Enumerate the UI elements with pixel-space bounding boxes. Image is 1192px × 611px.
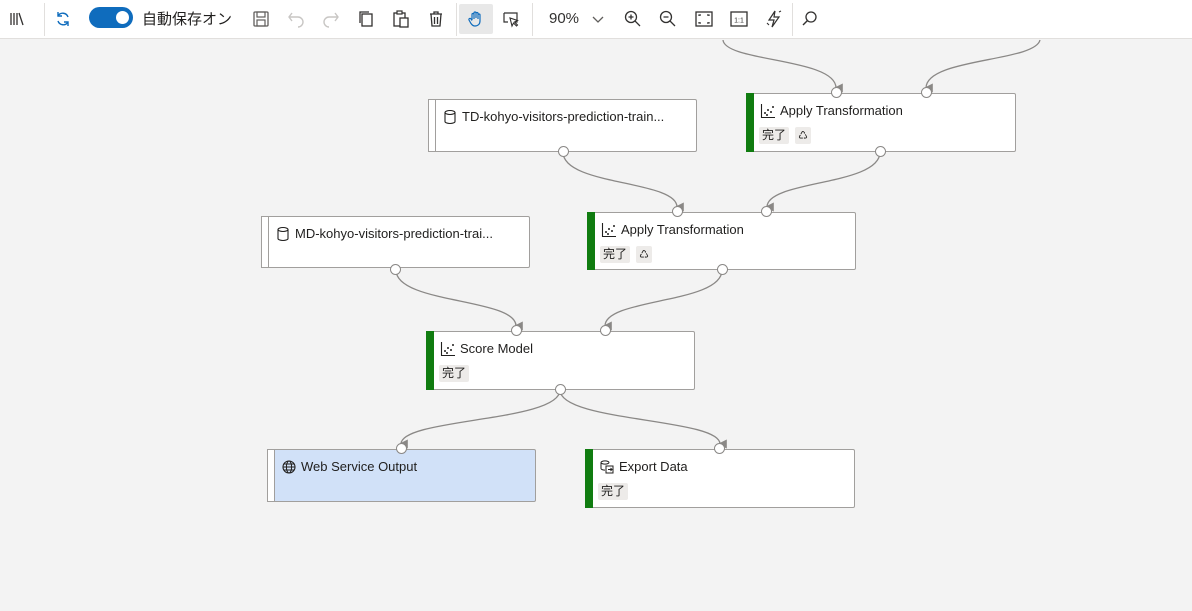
dataset-td-kohyo-visitors[interactable]: TD-kohyo-visitors-prediction-train... — [428, 99, 697, 152]
output-port[interactable] — [875, 146, 886, 157]
actual-size-icon[interactable]: 1:1 — [727, 4, 751, 34]
input-port[interactable] — [831, 87, 842, 98]
dataset-md-kohyo-visitors[interactable]: MD-kohyo-visitors-prediction-trai... — [261, 216, 530, 268]
canvas-toolbar: 自動保存オン 90% 1:1 — [0, 0, 1192, 39]
status-bar — [587, 212, 595, 270]
globe-icon — [282, 460, 296, 474]
scatter-chart-icon — [760, 104, 775, 119]
reuse-icon: ♺ — [636, 246, 652, 263]
pan-hand-icon[interactable] — [459, 4, 493, 34]
scatter-chart-icon — [601, 223, 616, 238]
toolbar-divider — [456, 3, 457, 36]
input-port[interactable] — [511, 325, 522, 336]
module-title: TD-kohyo-visitors-prediction-train... — [462, 109, 665, 124]
connection-edge — [395, 269, 523, 331]
module-web-service-output[interactable]: Web Service Output — [267, 449, 536, 502]
output-port[interactable] — [717, 264, 728, 275]
input-port[interactable] — [396, 443, 407, 454]
zoom-level[interactable]: 90% — [549, 10, 580, 27]
module-title: MD-kohyo-visitors-prediction-trai... — [295, 226, 493, 241]
module-title: Apply Transformation — [780, 103, 903, 118]
search-icon[interactable] — [798, 4, 822, 34]
module-apply-transformation-top[interactable]: Apply Transformation 完了 ♺ — [746, 93, 1016, 152]
paste-icon[interactable] — [389, 4, 413, 34]
zoom-dropdown-chevron-icon[interactable] — [592, 12, 604, 30]
status-badge: 完了 — [598, 483, 629, 500]
redo-icon[interactable] — [319, 4, 343, 34]
toolbar-divider — [532, 3, 533, 36]
status-bar — [267, 449, 275, 502]
module-title: Score Model — [460, 341, 533, 356]
save-icon[interactable] — [249, 4, 273, 34]
toolbar-divider — [792, 3, 793, 36]
zoom-in-icon[interactable] — [621, 4, 645, 34]
toolbar-divider — [44, 3, 45, 36]
fit-to-screen-icon[interactable] — [692, 4, 716, 34]
status-bar — [585, 449, 593, 508]
export-data-icon — [600, 460, 614, 474]
zoom-out-icon[interactable] — [656, 4, 680, 34]
connection-edge — [764, 151, 881, 212]
input-port[interactable] — [714, 443, 725, 454]
input-port[interactable] — [921, 87, 932, 98]
status-bar — [261, 216, 269, 268]
database-icon — [277, 226, 289, 242]
connection-edge — [559, 389, 727, 449]
module-title: Export Data — [619, 459, 688, 474]
status-badge: 完了 — [439, 365, 470, 382]
refresh-icon[interactable] — [51, 4, 75, 34]
select-pointer-icon[interactable] — [499, 4, 523, 34]
module-title: Web Service Output — [301, 459, 418, 474]
undo-icon[interactable] — [284, 4, 308, 34]
status-bar — [426, 331, 434, 390]
status-bar — [746, 93, 754, 152]
output-port[interactable] — [555, 384, 566, 395]
database-icon — [444, 109, 456, 125]
scatter-chart-icon — [440, 342, 455, 357]
module-apply-transformation-mid[interactable]: Apply Transformation 完了 ♺ — [587, 212, 856, 270]
autosave-toggle[interactable] — [89, 7, 133, 28]
input-port[interactable] — [672, 206, 683, 217]
status-bar — [428, 99, 436, 152]
input-port[interactable] — [600, 325, 611, 336]
connection-edge — [923, 39, 1041, 93]
connection-edge — [562, 151, 684, 212]
output-port[interactable] — [558, 146, 569, 157]
autosave-label: 自動保存オン — [142, 10, 233, 28]
svg-text:1:1: 1:1 — [734, 18, 744, 25]
module-title: Apply Transformation — [621, 222, 744, 237]
toggle-knob — [116, 11, 129, 24]
status-badge: 完了 — [759, 127, 790, 144]
status-badge: 完了 — [600, 246, 631, 263]
reuse-icon: ♺ — [795, 127, 811, 144]
copy-icon[interactable] — [354, 4, 378, 34]
auto-layout-icon[interactable] — [762, 4, 786, 34]
module-export-data[interactable]: Export Data 完了 — [585, 449, 855, 508]
output-port[interactable] — [390, 264, 401, 275]
connection-edge — [602, 269, 723, 331]
connection-edge — [398, 389, 561, 449]
input-port[interactable] — [761, 206, 772, 217]
connection-edge — [722, 39, 843, 93]
delete-icon[interactable] — [424, 4, 448, 34]
module-score-model[interactable]: Score Model 完了 — [426, 331, 695, 390]
library-icon[interactable] — [6, 4, 30, 34]
